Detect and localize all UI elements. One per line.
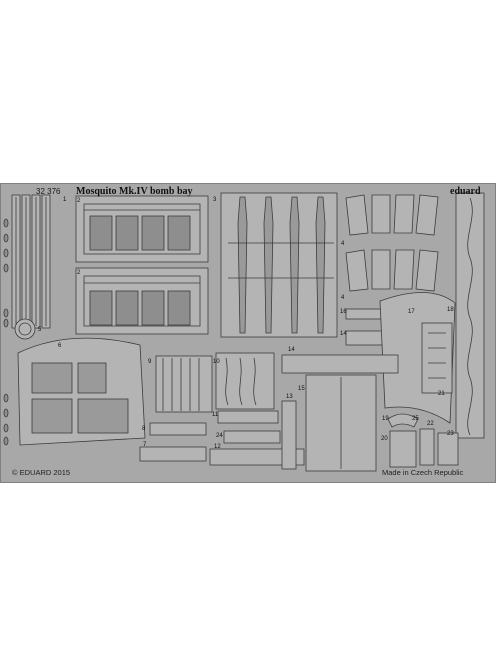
part-number: 11 bbox=[212, 412, 219, 418]
part-23 bbox=[455, 192, 485, 439]
part-number: 1 bbox=[63, 197, 67, 203]
part-number: 20 bbox=[381, 436, 388, 442]
part-number: 14 bbox=[288, 347, 295, 353]
part-9 bbox=[155, 355, 213, 413]
part-number: 5 bbox=[38, 327, 42, 333]
part-1-strips bbox=[11, 194, 51, 329]
part-number: 9 bbox=[148, 359, 152, 365]
part-number: 12 bbox=[214, 444, 221, 450]
part-number: 13 bbox=[286, 394, 293, 400]
part-number: 16 bbox=[340, 309, 347, 315]
part-number: 23 bbox=[447, 431, 454, 437]
part-4-frames bbox=[345, 194, 439, 292]
part-number: 2 bbox=[77, 270, 81, 276]
part-number: 2 bbox=[77, 198, 81, 204]
part-3-racks bbox=[220, 192, 338, 338]
part-number: 15 bbox=[298, 386, 305, 392]
brand-logo: eduard bbox=[450, 186, 481, 197]
part-number: 4 bbox=[341, 241, 345, 247]
part-number: 17 bbox=[408, 309, 415, 315]
part-number: 24 bbox=[216, 433, 223, 439]
sheet-code: 32 376 bbox=[36, 187, 61, 196]
part-number: 8 bbox=[142, 426, 146, 432]
copyright-text: © EDUARD 2015 bbox=[12, 468, 71, 477]
part-number: 19 bbox=[382, 416, 389, 422]
part-number: 3 bbox=[213, 197, 217, 203]
part-2-upper bbox=[75, 195, 209, 263]
part-number: 14 bbox=[340, 331, 347, 337]
part-number: 10 bbox=[213, 359, 220, 365]
sheet-title: Mosquito Mk.IV bomb bay bbox=[76, 186, 193, 197]
part-number: 25 bbox=[412, 416, 419, 422]
part-number: 18 bbox=[447, 307, 454, 313]
part-number: 6 bbox=[58, 343, 62, 349]
fret-drawing bbox=[0, 183, 496, 483]
photo-etch-fret: 32 376 Mosquito Mk.IV bomb bay eduard © … bbox=[0, 183, 496, 483]
part-2-lower bbox=[75, 267, 209, 335]
origin-text: Made in Czech Republic bbox=[382, 468, 464, 477]
part-number: 4 bbox=[341, 295, 345, 301]
part-number: 7 bbox=[143, 442, 147, 448]
part-number: 22 bbox=[427, 421, 434, 427]
part-number: 21 bbox=[438, 391, 445, 397]
